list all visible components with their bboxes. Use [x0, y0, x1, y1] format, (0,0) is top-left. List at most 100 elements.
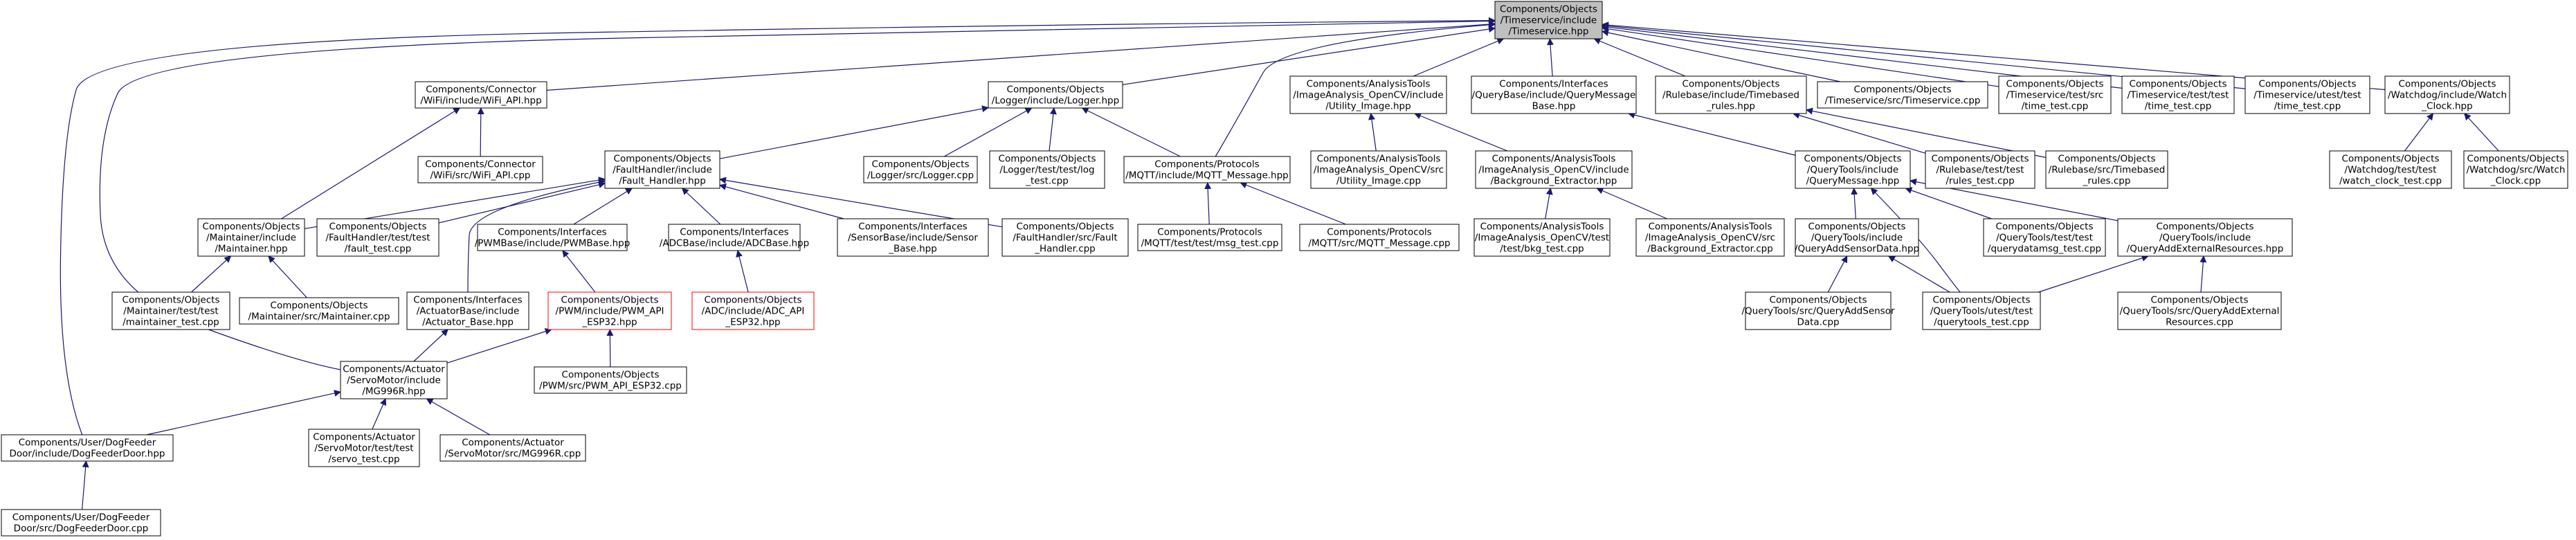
file-node-label-line: /Timeservice.hpp — [1509, 26, 1589, 37]
file-node-wifi-cpp[interactable]: Components/Connector/WiFi/src/WiFi_API.c… — [417, 156, 543, 183]
file-node-label-line: /QueryTools/test/test — [1996, 233, 2093, 244]
file-node-bkg-test[interactable]: Components/AnalysisTools/ImageAnalysis_O… — [1473, 218, 1611, 257]
file-node-label-line: Resources.cpp — [2166, 317, 2233, 328]
file-node-label-line: Components/Objects — [705, 295, 802, 306]
dependency-edge-mqtt-hpp-to-msg-test — [1204, 182, 1212, 225]
file-node-label-line: _Clock.hpp — [2421, 101, 2472, 112]
file-node-msg-test[interactable]: Components/Protocols/MQTT/test/test/msg_… — [1137, 224, 1282, 251]
file-node-box — [477, 224, 628, 251]
file-node-label-line: /Background_Extractor.hpp — [1491, 176, 1617, 187]
file-node-box — [1817, 81, 1988, 109]
file-node-querydatamsg-test[interactable]: Components/Objects/QueryTools/test/test/… — [1983, 218, 2106, 257]
file-node-label-line: /QueryTools/src/QueryAddSensor — [1741, 306, 1895, 317]
file-node-wifi-api[interactable]: Components/Connector/WiFi/include/WiFi_A… — [415, 81, 547, 109]
file-node-root[interactable]: Components/Objects/Timeservice/include/T… — [1494, 1, 1603, 39]
file-node-label-line: /querydatamsg_test.cpp — [1988, 244, 2101, 255]
file-node-box — [1310, 150, 1447, 189]
file-node-box — [547, 291, 672, 330]
dependency-edge-root-to-mqtt-hpp — [1215, 21, 1496, 157]
file-node-box — [2121, 75, 2235, 114]
file-node-label-line: /FaultHandler/include — [613, 165, 712, 176]
file-node-servo-test[interactable]: Components/Actuator/ServoMotor/test/test… — [308, 429, 420, 467]
file-node-query-add-external-hpp[interactable]: Components/Objects/QueryTools/include/Qu… — [2117, 218, 2293, 257]
file-node-maintainer-test[interactable]: Components/Objects/Maintainer/test/test/… — [111, 291, 230, 330]
dependency-edge-querymessage-to-querytools-test — [1870, 188, 1961, 293]
file-node-actuator-base[interactable]: Components/Interfaces/ActuatorBase/inclu… — [406, 291, 529, 330]
file-node-label-line: /Rulebase/test/test — [1936, 165, 2024, 176]
file-node-query-add-sensor-hpp[interactable]: Components/Objects/QueryTools/include/Qu… — [1795, 218, 1919, 257]
file-node-logger-cpp[interactable]: Components/Objects/Logger/src/Logger.cpp — [863, 156, 978, 183]
file-node-mqtt-cpp[interactable]: Components/Protocols/MQTT/src/MQTT_Messa… — [1299, 224, 1460, 251]
file-node-box — [1745, 291, 1892, 330]
file-node-sensorbase[interactable]: Components/Interfaces/SensorBase/include… — [837, 218, 989, 257]
file-node-maintainer-cpp[interactable]: Components/Objects/Maintainer/src/Mainta… — [239, 297, 399, 325]
file-node-mg996r-cpp[interactable]: Components/Actuator/ServoMotor/src/MG996… — [439, 434, 586, 462]
dependency-edge-mqtt-hpp-to-mqtt-cpp — [1240, 181, 1346, 225]
file-node-fault-handler-cpp[interactable]: Components/Objects/FaultHandler/src/Faul… — [1001, 218, 1129, 257]
file-node-box — [1635, 218, 1785, 257]
file-node-label-line: Components/Objects — [2130, 79, 2227, 90]
file-node-box — [2384, 75, 2510, 114]
file-node-adc-api[interactable]: Components/Objects/ADC/include/ADC_API_E… — [691, 291, 815, 330]
file-node-mqtt-hpp[interactable]: Components/Protocols/MQTT/include/MQTT_M… — [1123, 156, 1291, 183]
dependency-edge-query-add-external-hpp-to-querytools-test — [2038, 255, 2149, 293]
dependency-edge-maintainer-hpp-to-maintainer-cpp — [268, 255, 307, 298]
file-node-querymessage[interactable]: Components/Objects/QueryTools/include/Qu… — [1795, 150, 1911, 189]
file-node-box — [668, 224, 801, 251]
file-node-log-test[interactable]: Components/Objects/Logger/test/test/log_… — [989, 150, 1105, 189]
dependency-edge-bkg-extractor-to-bkg-test — [1545, 188, 1553, 219]
file-node-label-line: /Actuator_Base.hpp — [422, 317, 514, 328]
file-node-watch-clock-cpp[interactable]: Components/Objects/Watchdog/src/Watch_Cl… — [2463, 150, 2568, 189]
file-node-label-line: /Timeservice/src/Timeservice.cpp — [1825, 96, 1981, 107]
file-node-time-test-src[interactable]: Components/Objects/Timeservice/test/src/… — [1998, 75, 2112, 114]
file-node-watch-clock-hpp[interactable]: Components/Objects/Watchdog/include/Watc… — [2384, 75, 2510, 114]
file-node-bkg-extractor[interactable]: Components/AnalysisTools/ImageAnalysis_O… — [1475, 150, 1633, 189]
file-node-adcbase[interactable]: Components/Interfaces/ADCBase/include/AD… — [660, 224, 809, 251]
file-node-bkg-extractor-cpp[interactable]: Components/AnalysisTools/ImageAnalysis_O… — [1635, 218, 1785, 257]
file-node-label-line: /time_test.cpp — [2022, 101, 2089, 112]
file-node-utility-image[interactable]: Components/AnalysisTools/ImageAnalysis_O… — [1289, 75, 1447, 114]
file-node-timeservice-cpp[interactable]: Components/Objects/Timeservice/src/Times… — [1817, 81, 1988, 109]
file-node-label-line: /MQTT/include/MQTT_Message.hpp — [1125, 170, 1289, 181]
file-node-timebased-rules-cpp[interactable]: Components/Objects/Rulebase/src/Timebase… — [2045, 150, 2168, 189]
file-node-label-line: /Maintainer.hpp — [215, 244, 287, 255]
file-node-rules-test[interactable]: Components/Objects/Rulebase/test/test/ru… — [1925, 150, 2035, 189]
file-node-label-line: Components/Objects — [2058, 154, 2156, 165]
file-node-query-add-sensor-cpp[interactable]: Components/Objects/QueryTools/src/QueryA… — [1741, 291, 1895, 330]
file-node-timebased-rules[interactable]: Components/Objects/Rulebase/include/Time… — [1655, 75, 1807, 114]
file-node-label-line: Components/Interfaces — [1499, 79, 1608, 90]
file-node-label-line: Components/Objects — [2342, 154, 2440, 165]
file-node-mg996r-hpp[interactable]: Components/Actuator/ServoMotor/include/M… — [340, 361, 448, 399]
file-node-label-line: Components/Actuator — [313, 432, 415, 443]
file-node-fault-test[interactable]: Components/Objects/FaultHandler/test/tes… — [316, 218, 439, 257]
file-node-logger[interactable]: Components/Objects/Logger/include/Logger… — [988, 81, 1123, 109]
file-node-watch-clock-test[interactable]: Components/Objects/Watchdog/test/test/wa… — [2329, 150, 2452, 189]
file-node-query-add-external-cpp[interactable]: Components/Objects/QueryTools/src/QueryA… — [2117, 291, 2282, 330]
file-node-label-line: Components/Interfaces — [498, 227, 606, 238]
file-node-box — [439, 434, 586, 462]
file-node-fault-handler[interactable]: Components/Objects/FaultHandler/include/… — [604, 150, 720, 189]
file-node-dogfeeder-hpp[interactable]: Components/User/DogFeederDoor/include/Do… — [1, 434, 174, 462]
file-node-label-line: /rules_test.cpp — [1945, 176, 2014, 187]
file-node-dogfeeder-cpp[interactable]: Components/User/DogFeederDoor/src/DogFee… — [1, 509, 161, 537]
file-node-utility-image-cpp[interactable]: Components/AnalysisTools/ImageAnalysis_O… — [1310, 150, 1447, 189]
file-node-label-line: /Rulebase/src/Timebased — [2049, 165, 2166, 176]
file-node-box — [1998, 75, 2112, 114]
file-node-label-line: /PWM/src/PWM_API_ESP32.cpp — [539, 381, 682, 392]
file-node-label-line: /fault_test.cpp — [345, 244, 412, 255]
file-node-querytools-test[interactable]: Components/Objects/QueryTools/utest/test… — [1922, 291, 2041, 330]
file-node-box — [2117, 218, 2293, 257]
file-node-pwmbase[interactable]: Components/Interfaces/PWMBase/include/PW… — [475, 224, 631, 251]
file-node-pwm-api-cpp[interactable]: Components/Objects/PWM/src/PWM_API_ESP32… — [534, 366, 687, 394]
file-node-label-line: Components/Objects — [2399, 79, 2496, 90]
file-node-time-test-utest[interactable]: Components/Objects/Timeservice/utest/tes… — [2244, 75, 2370, 114]
file-node-maintainer-hpp[interactable]: Components/Objects/Maintainer/include/Ma… — [197, 218, 305, 257]
file-node-time-test-test[interactable]: Components/Objects/Timeservice/test/test… — [2121, 75, 2235, 114]
file-node-label-line: /time_test.cpp — [2274, 101, 2341, 112]
file-node-box — [2244, 75, 2370, 114]
file-node-label-line: /WiFi/include/WiFi_API.hpp — [420, 96, 541, 107]
file-node-box — [1, 509, 161, 537]
file-node-pwm-api[interactable]: Components/Objects/PWM/include/PWM_API_E… — [547, 291, 672, 330]
file-node-querybase[interactable]: Components/Interfaces/QueryBase/include/… — [1471, 75, 1637, 114]
file-node-label-line: /maintainer_test.cpp — [123, 317, 219, 328]
